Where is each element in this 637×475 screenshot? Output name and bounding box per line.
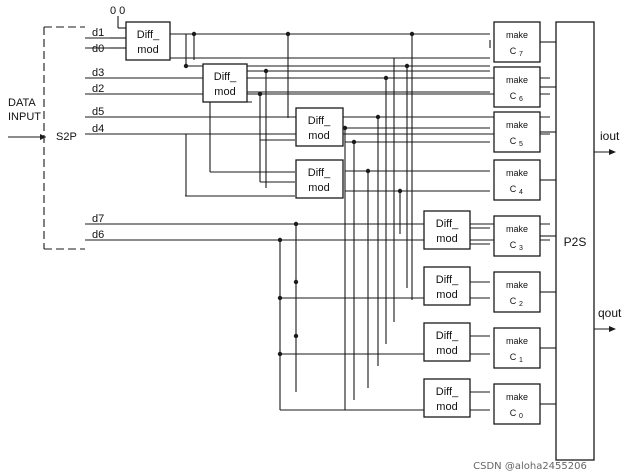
svg-text:Diff_: Diff_ [436,218,459,230]
svg-text:3: 3 [519,245,523,252]
zero-input-label: 0 0 [110,5,125,17]
svg-text:mod: mod [137,44,158,56]
svg-text:make: make [506,30,528,40]
s2p-label: S2P [56,131,77,143]
svg-text:qout: qout [598,306,622,320]
svg-text:2: 2 [519,301,523,308]
svg-text:mod: mod [308,182,329,194]
svg-text:5: 5 [519,141,523,148]
svg-text:C: C [510,240,517,250]
svg-text:C: C [510,46,517,56]
diff-mod-2: Diff_ mod [202,63,248,103]
svg-text:make: make [506,224,528,234]
data-input-label-2: INPUT [8,111,41,123]
line-label-d7: d7 [92,213,104,225]
zero-input-feed [110,16,127,49]
svg-text:Diff_: Diff_ [137,29,160,41]
svg-text:Diff_: Diff_ [308,167,331,179]
make-c0: make C 0 [493,383,541,425]
qout-arrow: qout [594,306,622,332]
svg-text:6: 6 [519,96,523,103]
line-label-d3: d3 [92,67,104,79]
labels: DATA INPUT S2P 0 0 d1 d0 d3 d2 d5 d4 d7 … [8,5,125,241]
make-c3: make C 3 [493,215,541,257]
make-c6: make C 6 [493,66,541,108]
svg-text:make: make [506,168,528,178]
p2s-block: P2S [555,21,595,461]
iout-arrow: iout [594,129,620,155]
svg-text:Diff_: Diff_ [436,386,459,398]
make-c1: make C 1 [493,327,541,369]
watermark: CSDN @aloha2455206 [473,461,587,472]
make-c5: make C 5 [493,111,541,153]
svg-text:1: 1 [519,357,523,364]
diff-mod-8: Diff_ mod [423,378,471,418]
make-to-p2s-lines [540,41,556,405]
svg-text:0: 0 [519,413,523,420]
svg-text:C: C [510,352,517,362]
line-label-d2: d2 [92,83,104,95]
vertical-wiring [185,34,491,410]
svg-text:4: 4 [519,189,523,196]
svg-text:iout: iout [600,129,620,143]
svg-text:mod: mod [436,289,457,301]
svg-text:mod: mod [436,233,457,245]
svg-text:Diff_: Diff_ [436,330,459,342]
svg-text:mod: mod [436,345,457,357]
svg-text:C: C [510,136,517,146]
line-label-d0: d0 [92,43,104,55]
svg-text:Diff_: Diff_ [214,71,237,83]
line-label-d5: d5 [92,106,104,118]
line-label-d1: d1 [92,27,104,39]
make-blocks: make C 7 make C 6 make C 5 make C 4 make… [493,21,541,425]
svg-text:C: C [510,408,517,418]
diff-mod-1: Diff_ mod [125,21,171,61]
svg-text:Diff_: Diff_ [308,115,331,127]
s2p-output-bus [85,37,550,241]
diff-mod-5: Diff_ mod [423,210,471,250]
svg-text:make: make [506,392,528,402]
make-c2: make C 2 [493,271,541,313]
line-label-d6: d6 [92,229,104,241]
svg-text:make: make [506,336,528,346]
svg-text:7: 7 [519,51,523,58]
svg-text:mod: mod [214,86,235,98]
line-label-d4: d4 [92,123,104,135]
svg-text:make: make [506,75,528,85]
svg-text:C: C [510,296,517,306]
svg-text:Diff_: Diff_ [436,274,459,286]
svg-text:C: C [510,91,517,101]
svg-text:make: make [506,120,528,130]
data-input-label-1: DATA [8,97,36,109]
diff-mod-6: Diff_ mod [423,266,471,306]
svg-text:make: make [506,280,528,290]
diff-mod-7: Diff_ mod [423,322,471,362]
svg-text:mod: mod [308,130,329,142]
diff-mod-blocks: Diff_ mod Diff_ mod Diff_ mod Diff_ mod … [125,21,471,418]
data-input-arrow [8,134,46,140]
svg-text:mod: mod [436,401,457,413]
svg-text:C: C [510,184,517,194]
junction-dots [183,31,415,357]
make-c4: make C 4 [493,159,541,201]
make-c7: make C 7 [493,21,541,63]
svg-text:P2S: P2S [564,235,587,249]
diff-mod-4: Diff_ mod [295,159,344,199]
diff-mod-3: Diff_ mod [295,107,344,147]
